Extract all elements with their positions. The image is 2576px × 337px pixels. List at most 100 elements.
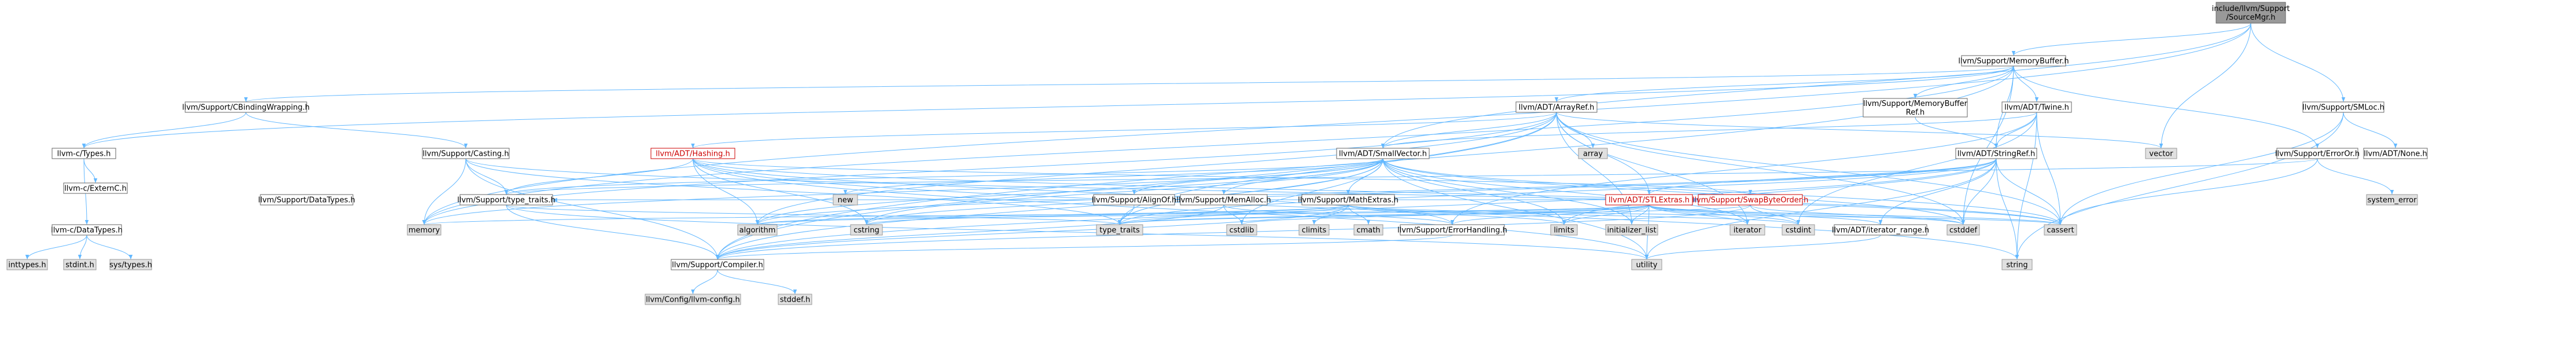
node-inttypes[interactable]: inttypes.h xyxy=(6,259,48,270)
node-stlextras[interactable]: llvm/ADT/STLExtras.h xyxy=(1605,194,1693,206)
edge-stlextras-to-errhandling xyxy=(1450,204,1650,225)
node-box xyxy=(2001,101,2072,113)
edge-hashing-to-swapbyte xyxy=(693,158,1752,195)
node-compiler[interactable]: llvm/Support/Compiler.h xyxy=(671,259,764,270)
node-label: llvm/Support/Casting.h xyxy=(422,150,509,159)
node-box xyxy=(2276,148,2358,159)
edge-arrayref-to-array xyxy=(1556,112,1595,149)
node-algorithm[interactable]: algorithm xyxy=(737,224,778,236)
edge-smloc-to-none xyxy=(2343,112,2398,149)
node-box xyxy=(1605,224,1658,236)
node-label: cstdlib xyxy=(1230,226,1254,235)
node-label: llvm/Support/type_traits.h xyxy=(457,196,555,205)
edge-stringref-to-utility xyxy=(1644,158,1997,260)
node-label: type_traits xyxy=(1099,226,1140,235)
node-box xyxy=(1631,259,1662,270)
node-box xyxy=(833,194,858,206)
node-box xyxy=(2366,194,2418,206)
edge-arrayref-to-vector xyxy=(1556,112,2163,149)
node-systypes[interactable]: sys/types.h xyxy=(109,259,152,270)
node-label: llvm-c/Types.h xyxy=(57,150,111,159)
node-array[interactable]: array xyxy=(1578,148,1608,159)
node-swapbyte[interactable]: llvm/Support/SwapByteOrder.h xyxy=(1692,194,1809,206)
node-datatypes[interactable]: llvm/Support/DataTypes.h xyxy=(258,194,355,206)
edge-membuf-to-erroror xyxy=(2013,65,2320,149)
node-box xyxy=(185,101,307,113)
node-stddef[interactable]: stddef.h xyxy=(778,294,812,305)
node-cbinding[interactable]: llvm/Support/CBindingWrapping.h xyxy=(182,101,310,113)
node-cassert[interactable]: cassert xyxy=(2044,224,2077,236)
node-memory[interactable]: memory xyxy=(407,224,441,236)
edge-smallvec-to-algorithm xyxy=(755,158,1383,225)
node-layer: include/llvm/Support/SourceMgr.h llvm/Sup… xyxy=(6,2,2428,305)
edge-twine-to-smallvec xyxy=(1381,112,2037,149)
node-erroror[interactable]: llvm/Support/ErrorOr.h xyxy=(2275,148,2360,159)
edge-smallvec-to-cstring xyxy=(864,158,1383,225)
edge-stlextras-to-typetraitsstd xyxy=(1118,204,1650,225)
node-box xyxy=(2044,224,2077,236)
node-label: llvm/Support/Compiler.h xyxy=(672,261,763,270)
node-memalloc[interactable]: llvm/Support/MemAlloc.h xyxy=(1176,194,1271,206)
edge-stlextras-to-memory xyxy=(422,204,1650,225)
node-alignof[interactable]: llvm/Support/AlignOf.h xyxy=(1092,194,1177,206)
node-vector[interactable]: vector xyxy=(2145,148,2177,159)
node-none[interactable]: llvm/ADT/None.h xyxy=(2363,148,2428,159)
node-iterator[interactable]: iterator xyxy=(1729,224,1765,236)
node-smloc[interactable]: llvm/Support/SMLoc.h xyxy=(2302,101,2384,113)
node-initlist[interactable]: initializer_list xyxy=(1605,224,1658,236)
node-limits[interactable]: limits xyxy=(1550,224,1578,236)
node-config[interactable]: llvm/Config/llvm-config.h xyxy=(645,294,741,305)
edge-smallvec-to-initlist xyxy=(1382,158,1634,225)
node-label: llvm/ADT/None.h xyxy=(2364,150,2427,159)
node-syserror[interactable]: system_error xyxy=(2366,194,2418,206)
node-box xyxy=(1946,224,1980,236)
node-hashing[interactable]: llvm/ADT/Hashing.h xyxy=(650,148,735,159)
node-mathextras[interactable]: llvm/Support/MathExtras.h xyxy=(1298,194,1399,206)
node-cstring[interactable]: cstring xyxy=(850,224,883,236)
node-climits[interactable]: climits xyxy=(1298,224,1330,236)
node-box xyxy=(737,224,778,236)
node-cdatatypes[interactable]: llvm-c/DataTypes.h xyxy=(51,224,123,236)
node-arrayref[interactable]: llvm/ADT/ArrayRef.h xyxy=(1515,101,1598,113)
edge-stringref-to-typetraitsstd xyxy=(1118,158,1997,225)
node-membuf[interactable]: llvm/Support/MemoryBuffer.h xyxy=(1958,55,2069,67)
node-box xyxy=(2216,2,2286,24)
node-box xyxy=(109,259,152,270)
node-stdint[interactable]: stdint.h xyxy=(63,259,97,270)
node-typetraits[interactable]: llvm/Support/type_traits.h xyxy=(457,194,555,206)
node-smallvec[interactable]: llvm/ADT/SmallVector.h xyxy=(1336,148,1430,159)
node-box xyxy=(407,224,441,236)
node-twine[interactable]: llvm/ADT/Twine.h xyxy=(2001,101,2072,113)
node-cstdint[interactable]: cstdint xyxy=(1782,224,1815,236)
edge-stringref-to-algorithm xyxy=(756,158,1997,225)
node-box xyxy=(63,259,97,270)
node-box xyxy=(1550,224,1578,236)
node-cstddef[interactable]: cstddef xyxy=(1946,224,1980,236)
node-typetraitsstd[interactable]: type_traits xyxy=(1096,224,1143,236)
node-box xyxy=(1961,55,2066,67)
node-errhandling[interactable]: llvm/Support/ErrorHandling.h xyxy=(1397,224,1507,236)
node-externc[interactable]: llvm-c/ExternC.h xyxy=(63,182,128,194)
node-casting[interactable]: llvm/Support/Casting.h xyxy=(422,148,510,159)
edge-stringref-to-stlextras xyxy=(1647,158,1997,195)
node-ctypes[interactable]: llvm-c/Types.h xyxy=(51,148,116,159)
node-box xyxy=(260,194,354,206)
node-cmath[interactable]: cmath xyxy=(1353,224,1383,236)
node-label: llvm/ADT/iterator_range.h xyxy=(1832,226,1929,235)
node-root[interactable]: include/llvm/Support/SourceMgr.h xyxy=(2212,2,2290,24)
node-box xyxy=(1336,148,1430,159)
edge-erroror-to-cassert xyxy=(2058,158,2318,225)
node-cstdlib[interactable]: cstdlib xyxy=(1226,224,1257,236)
node-box xyxy=(671,259,764,270)
node-iterrange[interactable]: llvm/ADT/iterator_range.h xyxy=(1832,224,1929,236)
node-string[interactable]: string xyxy=(2001,259,2033,270)
edge-arrayref-to-cstddef xyxy=(1556,112,1966,225)
node-utility[interactable]: utility xyxy=(1631,259,1662,270)
edge-smallvec-to-memory xyxy=(422,158,1383,225)
node-label: limits xyxy=(1554,226,1574,235)
node-stringref[interactable]: llvm/ADT/StringRef.h xyxy=(1955,148,2037,159)
node-label: algorithm xyxy=(739,226,776,235)
node-new[interactable]: new xyxy=(833,194,858,206)
node-label: llvm/Support/SMLoc.h xyxy=(2302,104,2384,112)
